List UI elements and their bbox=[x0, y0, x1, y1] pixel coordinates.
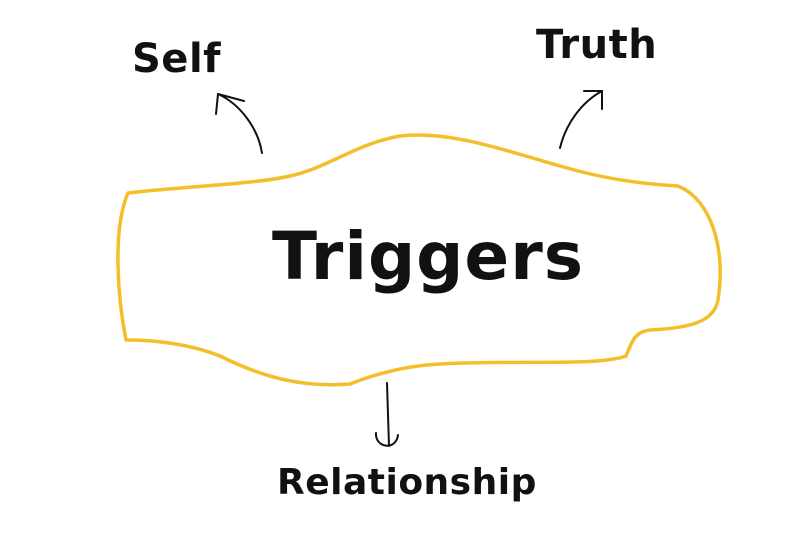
center-label: Triggers bbox=[272, 218, 585, 295]
branch-label-truth: Truth bbox=[536, 22, 658, 68]
arrow-self bbox=[215, 93, 263, 154]
branch-label-self: Self bbox=[132, 36, 222, 82]
arrow-truth bbox=[559, 90, 603, 149]
center-outline bbox=[116, 133, 722, 387]
arrow-relationship bbox=[374, 382, 399, 447]
branch-label-relationship: Relationship bbox=[277, 462, 537, 503]
